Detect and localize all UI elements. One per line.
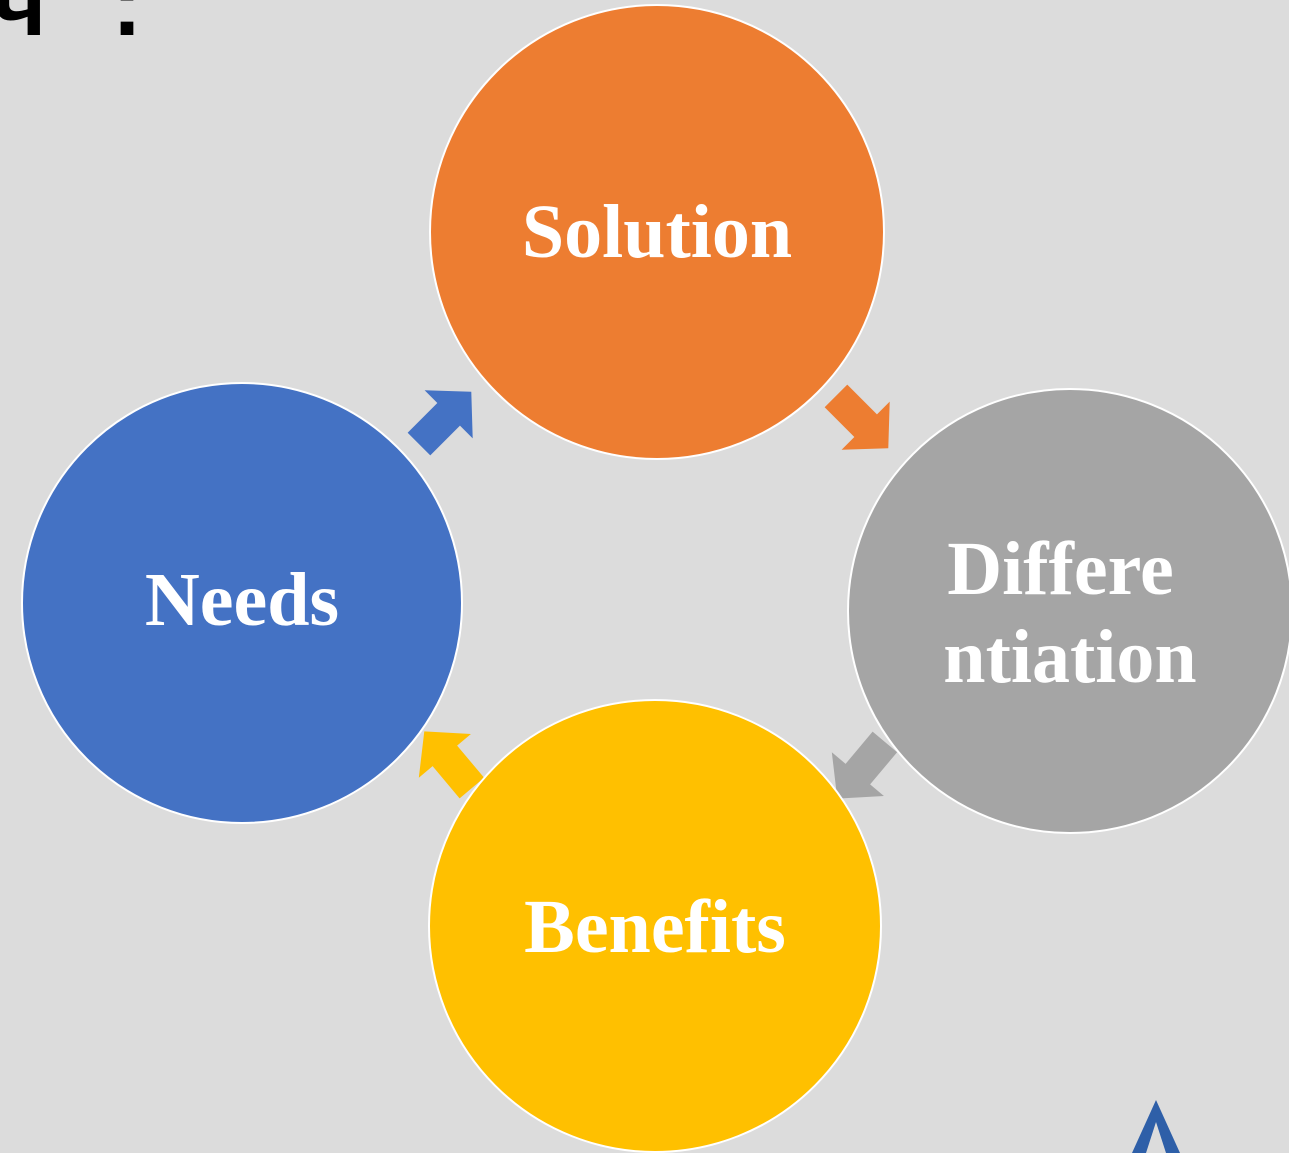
svg-text:Differe ntiation: Differe ntiation [943,527,1196,699]
node-solution-label: Solution [522,190,792,274]
node-differentiation-label-line2: ntiation [943,615,1196,699]
svg-text:Needs: Needs [145,558,339,642]
arrow-benefits-to-needs [418,731,485,799]
arrow-solution-to-differentiation [824,384,890,450]
node-solution: Solution [429,4,885,460]
arrow-differentiation-to-benefits [831,731,898,799]
svg-text:Solution: Solution [522,190,792,274]
corner-fragment-text: ч : [0,0,154,63]
node-benefits: Benefits [428,699,882,1153]
node-differentiation: Differe ntiation [847,388,1289,834]
triangle-logo-icon [1132,1100,1180,1153]
node-benefits-label: Benefits [524,885,786,969]
svg-text:Benefits: Benefits [524,885,786,969]
node-needs-label: Needs [145,558,339,642]
node-differentiation-label-line1: Differe [947,527,1173,611]
arrow-needs-to-solution [407,390,473,456]
node-needs: Needs [21,382,463,824]
